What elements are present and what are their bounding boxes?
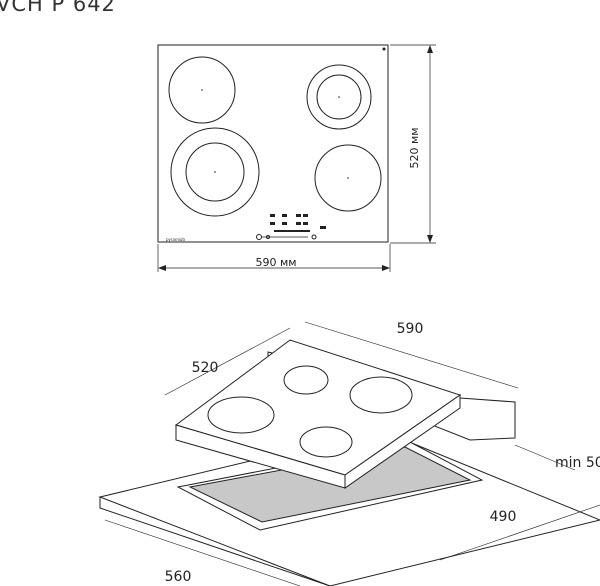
install-depth-label: 520: [192, 360, 219, 376]
install-width-label: 590: [397, 321, 424, 337]
burner-bottom-right: [314, 144, 382, 212]
cutout-width-label: 560: [165, 569, 192, 585]
burner-bottom-left: [170, 127, 260, 217]
burner-top-left: [168, 56, 236, 124]
brand-logo: pyramida: [165, 237, 186, 242]
model-title: VCH P 642: [0, 0, 116, 16]
burner-top-right: [306, 64, 372, 130]
burner-4: [299, 426, 353, 458]
width-label: 590 мм: [255, 256, 296, 269]
burner-1: [283, 365, 329, 395]
hob-outline: [157, 44, 389, 243]
burner-3: [207, 396, 275, 434]
cutout-depth-label: 490: [490, 509, 517, 525]
burner-2: [349, 376, 413, 414]
gap-label: min 50: [555, 455, 600, 471]
height-label: 520 мм: [408, 127, 421, 168]
